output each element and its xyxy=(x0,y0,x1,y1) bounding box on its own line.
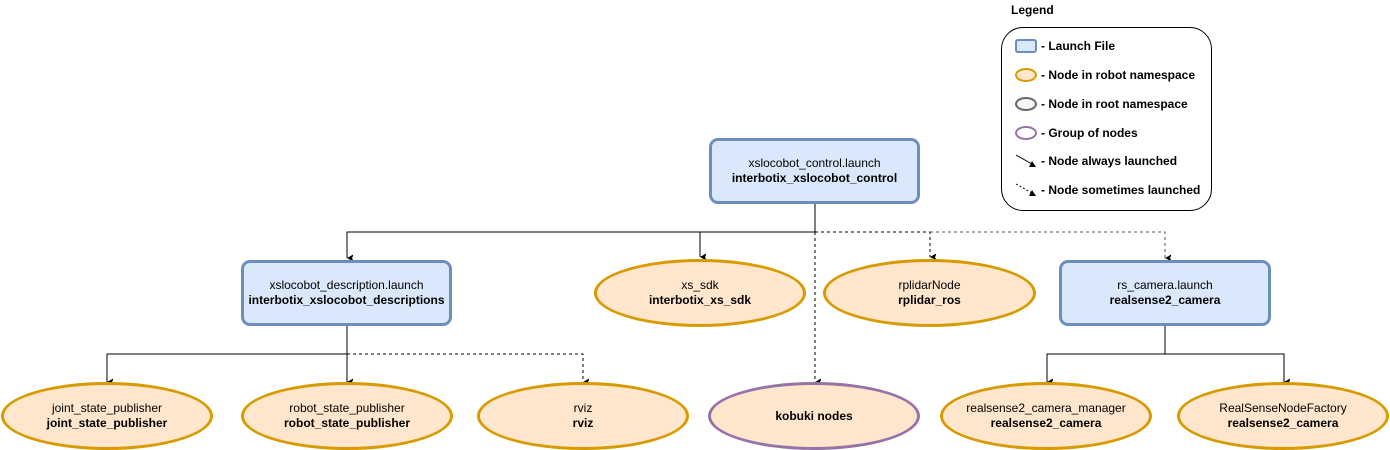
node-realsense-node-factory[interactable]: RealSenseNodeFactory realsense2_camera xyxy=(1177,382,1389,450)
node-package: interbotix_xslocobot_control xyxy=(731,171,898,185)
node-robot-state-publisher[interactable]: robot_state_publisher robot_state_publis… xyxy=(241,382,453,450)
legend-item-root-node: - Node in root namespace xyxy=(1002,97,1188,111)
legend-label: - Group of nodes xyxy=(1041,126,1138,140)
node-name: realsense2_camera_manager xyxy=(966,401,1126,415)
legend-item-group: - Group of nodes xyxy=(1002,126,1138,140)
node-package: realsense2_camera xyxy=(1227,416,1339,430)
group-swatch-icon xyxy=(1015,126,1037,140)
node-name: rplidarNode xyxy=(898,278,961,292)
legend-item-launch-file: - Launch File xyxy=(1002,39,1115,53)
node-name: xs_sdk xyxy=(681,278,719,292)
node-package: realsense2_camera xyxy=(1109,293,1221,307)
root-node-swatch-icon xyxy=(1015,97,1037,111)
edge-description-jsp xyxy=(106,326,348,382)
robot-node-swatch-icon xyxy=(1015,68,1037,82)
legend-label: - Launch File xyxy=(1041,39,1116,53)
node-rviz[interactable]: rviz rviz xyxy=(477,382,689,450)
node-joint-state-publisher[interactable]: joint_state_publisher joint_state_publis… xyxy=(1,382,213,450)
node-package: rviz xyxy=(572,416,594,430)
node-name: joint_state_publisher xyxy=(51,401,163,415)
node-xslocobot-description-launch[interactable]: xslocobot_description.launch interbotix_… xyxy=(241,260,452,326)
node-name: RealSenseNodeFactory xyxy=(1219,401,1347,415)
legend-label: - Node in robot namespace xyxy=(1041,68,1196,82)
node-package: joint_state_publisher xyxy=(46,416,168,430)
legend-label: - Node sometimes launched xyxy=(1041,183,1201,197)
edge-rs-camera-manager xyxy=(1046,326,1166,382)
legend-label: - Node always launched xyxy=(1041,154,1178,168)
legend-item-sometimes-launched: - Node sometimes launched xyxy=(1002,183,1200,197)
node-rs-camera-launch[interactable]: rs_camera.launch realsense2_camera xyxy=(1059,260,1271,326)
edge-control-rs-camera xyxy=(930,231,1165,258)
node-package: kobuki nodes xyxy=(775,408,853,423)
node-package: interbotix_xslocobot_descriptions xyxy=(248,293,445,307)
edge-control-description xyxy=(346,204,816,258)
node-xs-sdk[interactable]: xs_sdk interbotix_xs_sdk xyxy=(594,259,806,327)
edge-control-rplidar xyxy=(815,231,930,257)
legend: - Launch File - Node in robot namespace … xyxy=(1001,27,1212,211)
node-name: rs_camera.launch xyxy=(1117,278,1213,292)
node-package: interbotix_xs_sdk xyxy=(648,293,752,307)
legend-label: - Node in root namespace xyxy=(1041,97,1188,111)
node-name: robot_state_publisher xyxy=(289,401,405,415)
solid-arrow-icon xyxy=(1015,154,1037,168)
dashed-arrow-icon xyxy=(1015,183,1037,197)
edge-rs-camera-factory xyxy=(1165,353,1284,382)
node-realsense2-camera-manager[interactable]: realsense2_camera_manager realsense2_cam… xyxy=(940,382,1152,450)
node-kobuki-nodes[interactable]: kobuki nodes xyxy=(708,382,920,450)
legend-item-always-launched: - Node always launched xyxy=(1002,154,1177,168)
node-name: rviz xyxy=(573,401,593,415)
launch-file-swatch-icon xyxy=(1015,39,1037,53)
legend-title: Legend xyxy=(1011,3,1054,17)
node-package: realsense2_camera xyxy=(990,416,1102,430)
node-name: xslocobot_description.launch xyxy=(269,278,424,292)
legend-item-robot-node: - Node in robot namespace xyxy=(1002,68,1195,82)
node-name: xslocobot_control.launch xyxy=(748,156,881,170)
node-xslocobot-control-launch[interactable]: xslocobot_control.launch interbotix_xslo… xyxy=(709,138,920,204)
node-package: rplidar_ros xyxy=(898,293,961,307)
edge-description-rviz xyxy=(347,353,583,382)
node-package: robot_state_publisher xyxy=(283,416,411,430)
node-rplidar[interactable]: rplidarNode rplidar_ros xyxy=(823,259,1036,327)
